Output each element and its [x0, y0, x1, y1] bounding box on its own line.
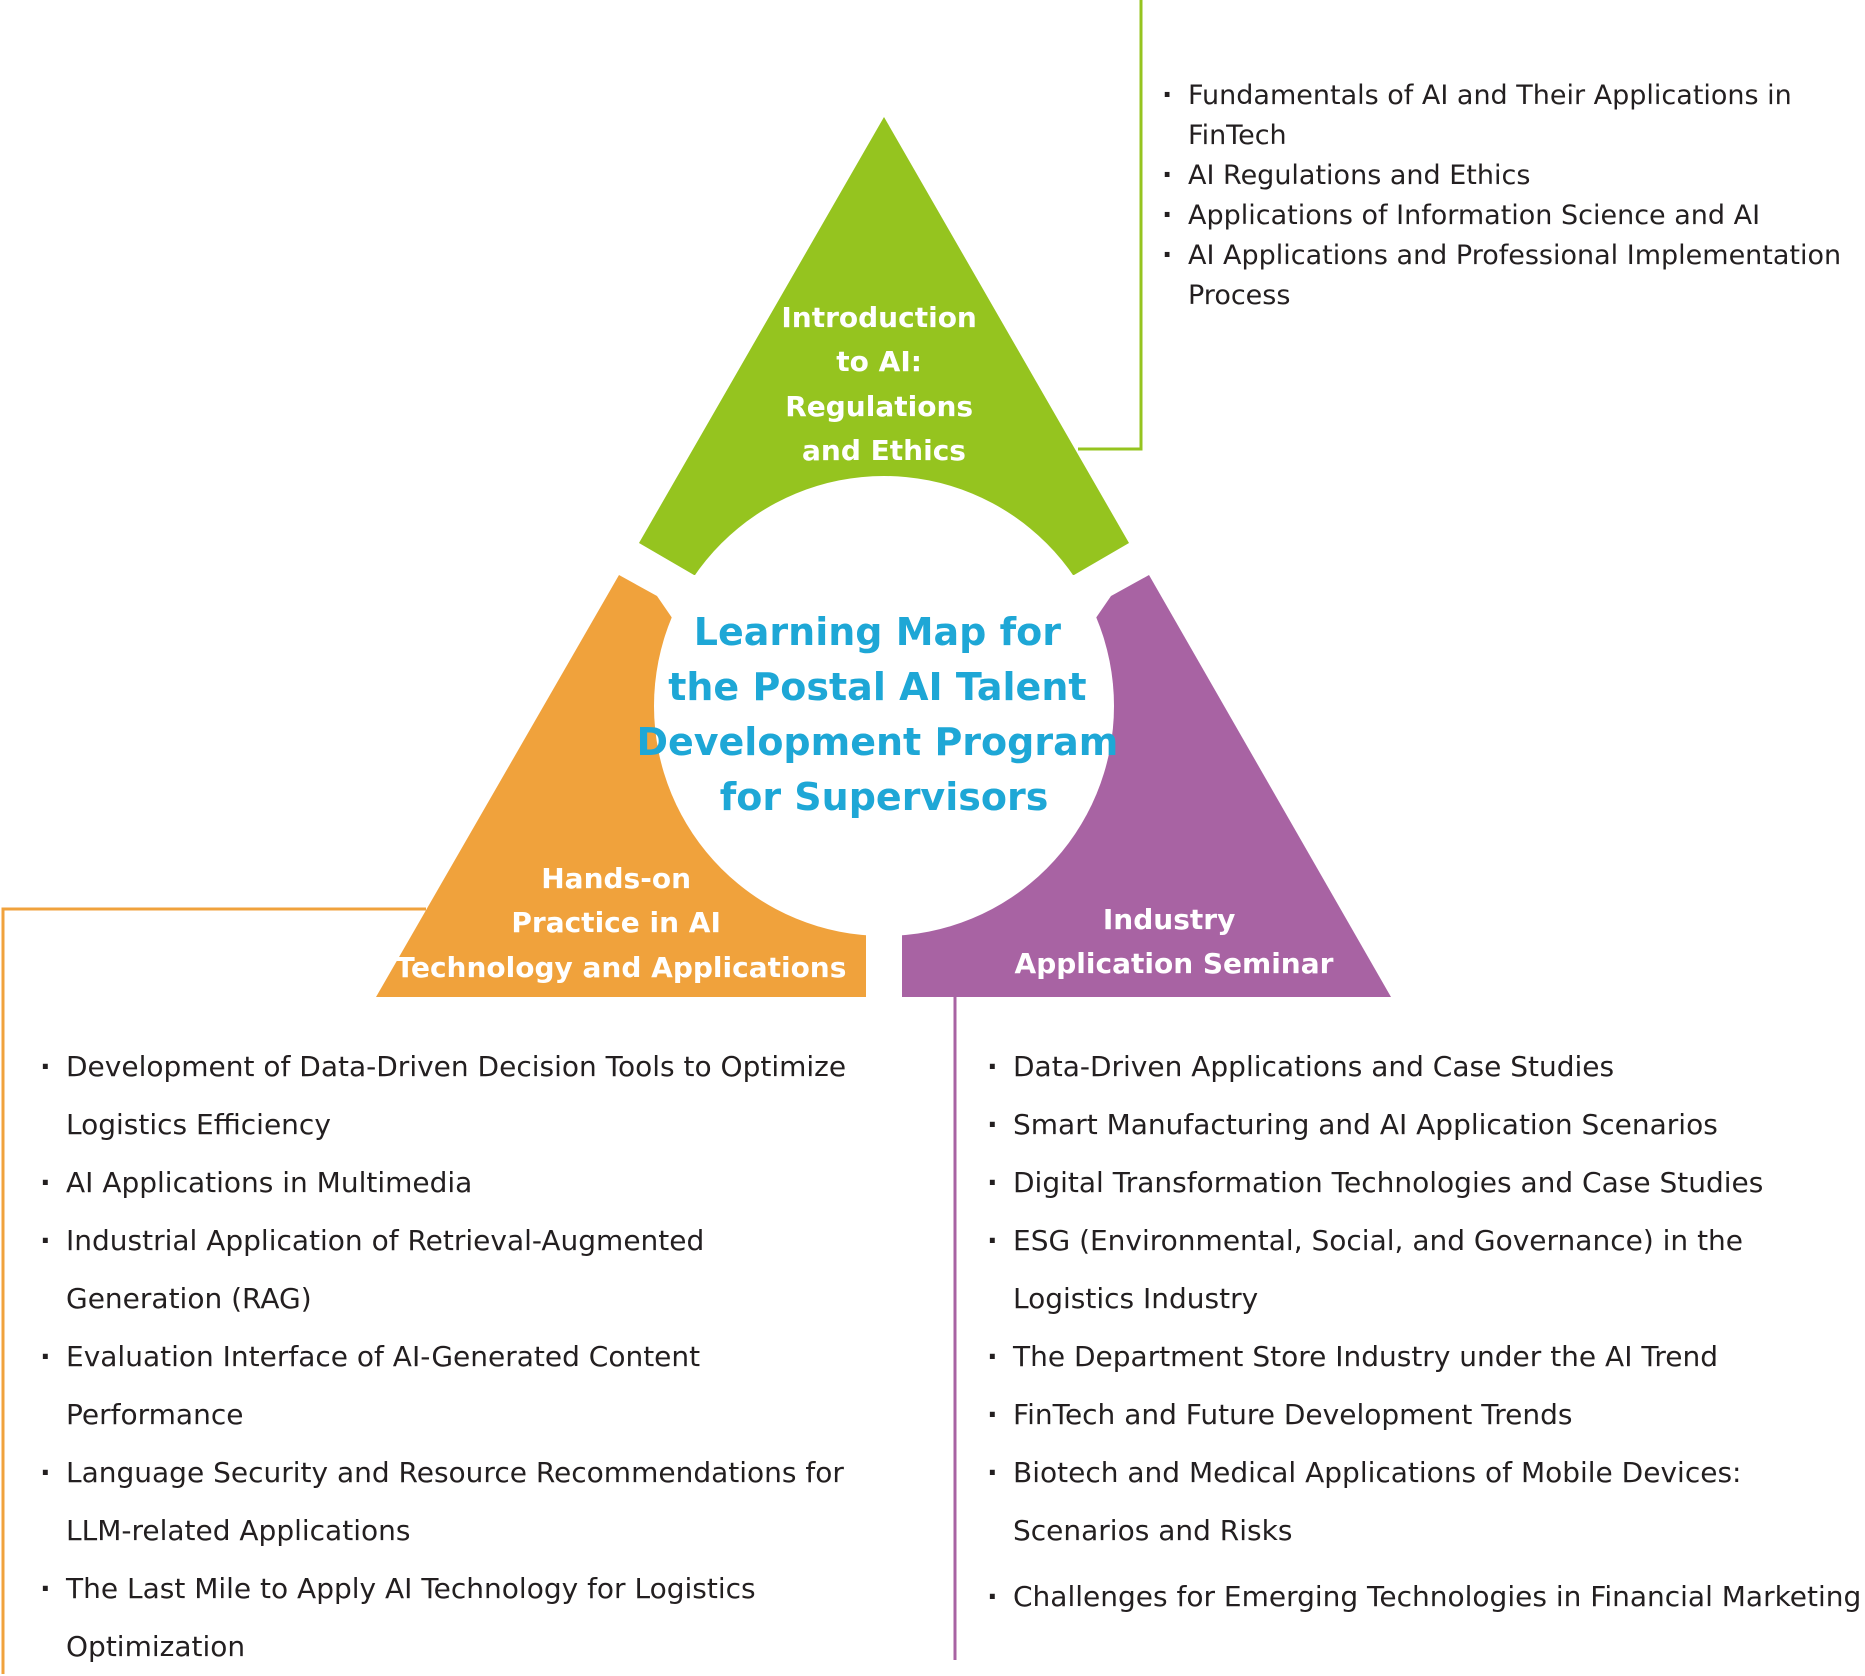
left-module-topic-list: Development of Data-Driven Decision Tool… — [40, 1038, 860, 1676]
right-title-line: Application Seminar — [1015, 947, 1334, 980]
list-item: The Last Mile to Apply AI Technology for… — [40, 1560, 860, 1676]
list-item: AI Applications and Professional Impleme… — [1162, 236, 1862, 316]
right-segment-triangle — [902, 575, 1391, 997]
list-item: Industrial Application of Retrieval-Augm… — [40, 1212, 860, 1328]
right-segment-title: Industry Application Seminar — [1015, 903, 1334, 980]
right-title-line: Industry — [1103, 903, 1235, 936]
center-title: Learning Map for the Postal AI Talent De… — [636, 610, 1131, 819]
top-connector-line — [1078, 0, 1143, 451]
list-item: Biotech and Medical Applications of Mobi… — [987, 1444, 1862, 1560]
top-module-topic-list: Fundamentals of AI and Their Application… — [1162, 76, 1862, 316]
list-item: FinTech and Future Development Trends — [987, 1386, 1862, 1444]
list-item: Development of Data-Driven Decision Tool… — [40, 1038, 860, 1154]
top-title-line: Regulations — [785, 390, 973, 423]
list-item: Digital Transformation Technologies and … — [987, 1154, 1862, 1212]
left-title-line: Hands-on — [541, 862, 691, 895]
left-title-line: Practice in AI — [511, 906, 721, 939]
list-item: Language Security and Resource Recommend… — [40, 1444, 860, 1560]
left-title-line: Technology and Applications — [396, 951, 847, 984]
top-title-line: Introduction — [781, 301, 977, 334]
left-segment-triangle — [376, 575, 866, 997]
left-segment-title: Hands-on Practice in AI Technology and A… — [396, 862, 847, 984]
list-item: Smart Manufacturing and AI Application S… — [987, 1096, 1862, 1154]
center-title-line: Learning Map for — [694, 610, 1061, 654]
center-title-line: Development Program — [636, 720, 1118, 764]
top-title-line: to AI: — [836, 345, 922, 378]
center-title-line: for Supervisors — [720, 775, 1049, 819]
list-item: Challenges for Emerging Technologies in … — [987, 1568, 1862, 1626]
top-segment-title: Introduction to AI: Regulations and Ethi… — [781, 301, 986, 467]
list-item: ESG (Environmental, Social, and Governan… — [987, 1212, 1862, 1328]
list-item: The Department Store Industry under the … — [987, 1328, 1862, 1386]
list-item: AI Regulations and Ethics — [1162, 156, 1862, 196]
list-item: Applications of Information Science and … — [1162, 196, 1862, 236]
list-item: AI Applications in Multimedia — [40, 1154, 860, 1212]
center-title-line: the Postal AI Talent — [668, 665, 1086, 709]
list-item: Evaluation Interface of AI-Generated Con… — [40, 1328, 860, 1444]
top-segment-triangle — [639, 117, 1129, 575]
left-connector-line — [1, 907, 426, 1674]
list-item: Fundamentals of AI and Their Application… — [1162, 76, 1862, 156]
right-module-topic-list: Data-Driven Applications and Case Studie… — [987, 1038, 1862, 1626]
top-title-line: and Ethics — [802, 434, 966, 467]
list-item: Data-Driven Applications and Case Studie… — [987, 1038, 1862, 1096]
